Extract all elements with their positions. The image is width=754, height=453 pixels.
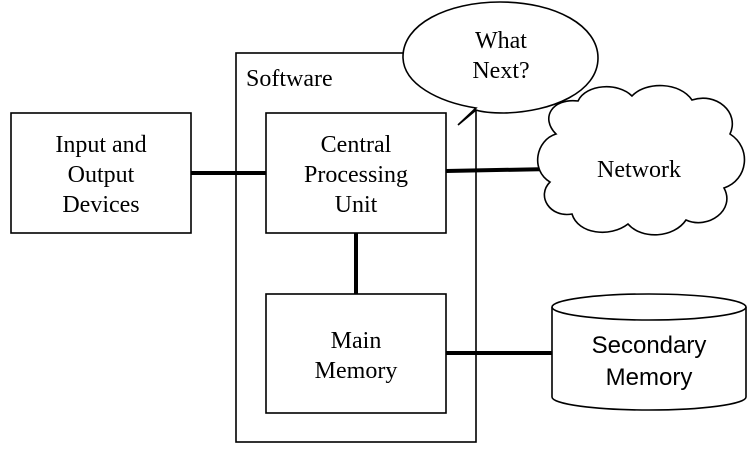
cpu-network-connector <box>445 167 553 173</box>
speech-bubble-line-2: Next? <box>472 58 529 84</box>
secondary-memory-top <box>551 293 747 321</box>
secondary-memory-line-1: Secondary <box>592 332 707 359</box>
secondary-memory-body <box>551 307 747 411</box>
network-cloud: Network <box>536 84 746 236</box>
main-memory-box: Main Memory <box>265 293 447 414</box>
cpu-line-3: Unit <box>335 192 378 218</box>
cpu-line-1: Central <box>321 132 392 158</box>
cpu-box: Central Processing Unit <box>265 112 447 234</box>
io-devices-line-3: Devices <box>62 192 139 218</box>
secondary-memory-cylinder: Secondary Memory <box>551 293 747 411</box>
secondary-memory-line-2: Memory <box>606 364 693 391</box>
speech-bubble: What Next? <box>402 1 599 126</box>
io-devices-line-2: Output <box>68 162 135 188</box>
network-label: Network <box>597 157 681 183</box>
io-devices-line-1: Input and <box>55 132 146 158</box>
main-memory-line-2: Memory <box>315 358 398 384</box>
main-memory-line-1: Main <box>331 328 382 354</box>
io-devices-box: Input and Output Devices <box>10 112 192 234</box>
io-devices-rect <box>10 112 192 234</box>
cpu-rect <box>265 112 447 234</box>
main-memory-rect <box>265 293 447 414</box>
network-cloud-shape <box>536 84 746 236</box>
speech-bubble-line-1: What <box>475 28 527 54</box>
speech-bubble-shape <box>402 1 599 126</box>
software-label: Software <box>246 66 333 92</box>
cpu-line-2: Processing <box>304 162 408 188</box>
